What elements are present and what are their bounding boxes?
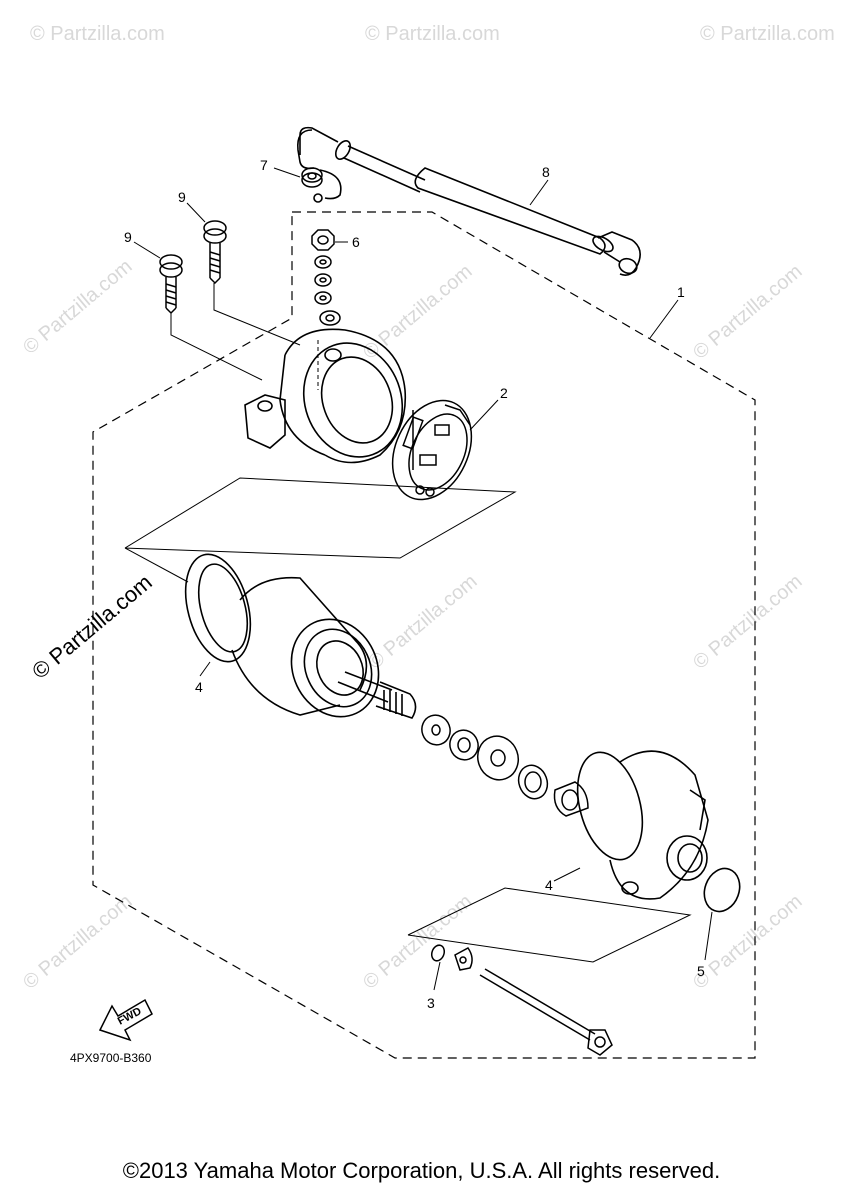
part-label-7: 7 <box>260 157 268 173</box>
terminal-nut-icon <box>301 167 323 188</box>
guide-lines <box>170 283 319 390</box>
bolt-icon <box>203 220 227 285</box>
part-label-9: 9 <box>178 189 186 205</box>
watermark: © Partzilla.com <box>30 23 165 45</box>
watermark-main: © Partzilla.com <box>27 569 157 683</box>
watermark: © Partzilla.com <box>689 890 806 993</box>
part-label-9: 9 <box>124 229 132 245</box>
copyright-notice: ©2013 Yamaha Motor Corporation, U.S.A. A… <box>122 1158 721 1183</box>
bearing-cover-left <box>184 553 252 663</box>
brush-frame <box>124 477 517 559</box>
brush-holder <box>391 399 473 501</box>
part-label-4: 4 <box>195 679 203 695</box>
bearing-cover-right <box>576 750 709 900</box>
watermark: © Partzilla.com <box>689 260 806 363</box>
watermark: © Partzilla.com <box>364 570 481 673</box>
part-label-3: 3 <box>427 995 435 1011</box>
part-label-2: 2 <box>500 385 508 401</box>
watermark: © Partzilla.com <box>359 260 476 363</box>
assembly-outline <box>92 211 756 1059</box>
through-bolt-icon <box>430 944 613 1056</box>
watermark: © Partzilla.com <box>700 23 835 45</box>
watermark: © Partzilla.com <box>19 890 136 993</box>
shaft-washers <box>421 714 589 817</box>
leader-lines <box>133 167 713 991</box>
part-label-5: 5 <box>697 963 705 979</box>
armature <box>231 576 417 719</box>
part-label-6: 6 <box>352 234 360 250</box>
bolt-icon <box>159 254 183 315</box>
part-label-8: 8 <box>542 164 550 180</box>
o-ring-large <box>703 867 741 913</box>
nut-washer-stack <box>311 229 341 326</box>
bolt-frame <box>407 887 692 963</box>
part-label-1: 1 <box>677 284 685 300</box>
watermark: © Partzilla.com <box>365 23 500 45</box>
watermark: © Partzilla.com <box>19 255 136 358</box>
diagram-code: 4PX9700-B360 <box>70 1051 152 1065</box>
starter-cable <box>296 126 641 276</box>
watermark: © Partzilla.com <box>689 570 806 673</box>
part-label-4: 4 <box>545 877 553 893</box>
yoke-housing <box>244 328 407 464</box>
fwd-arrow-icon: FWD <box>98 998 153 1042</box>
